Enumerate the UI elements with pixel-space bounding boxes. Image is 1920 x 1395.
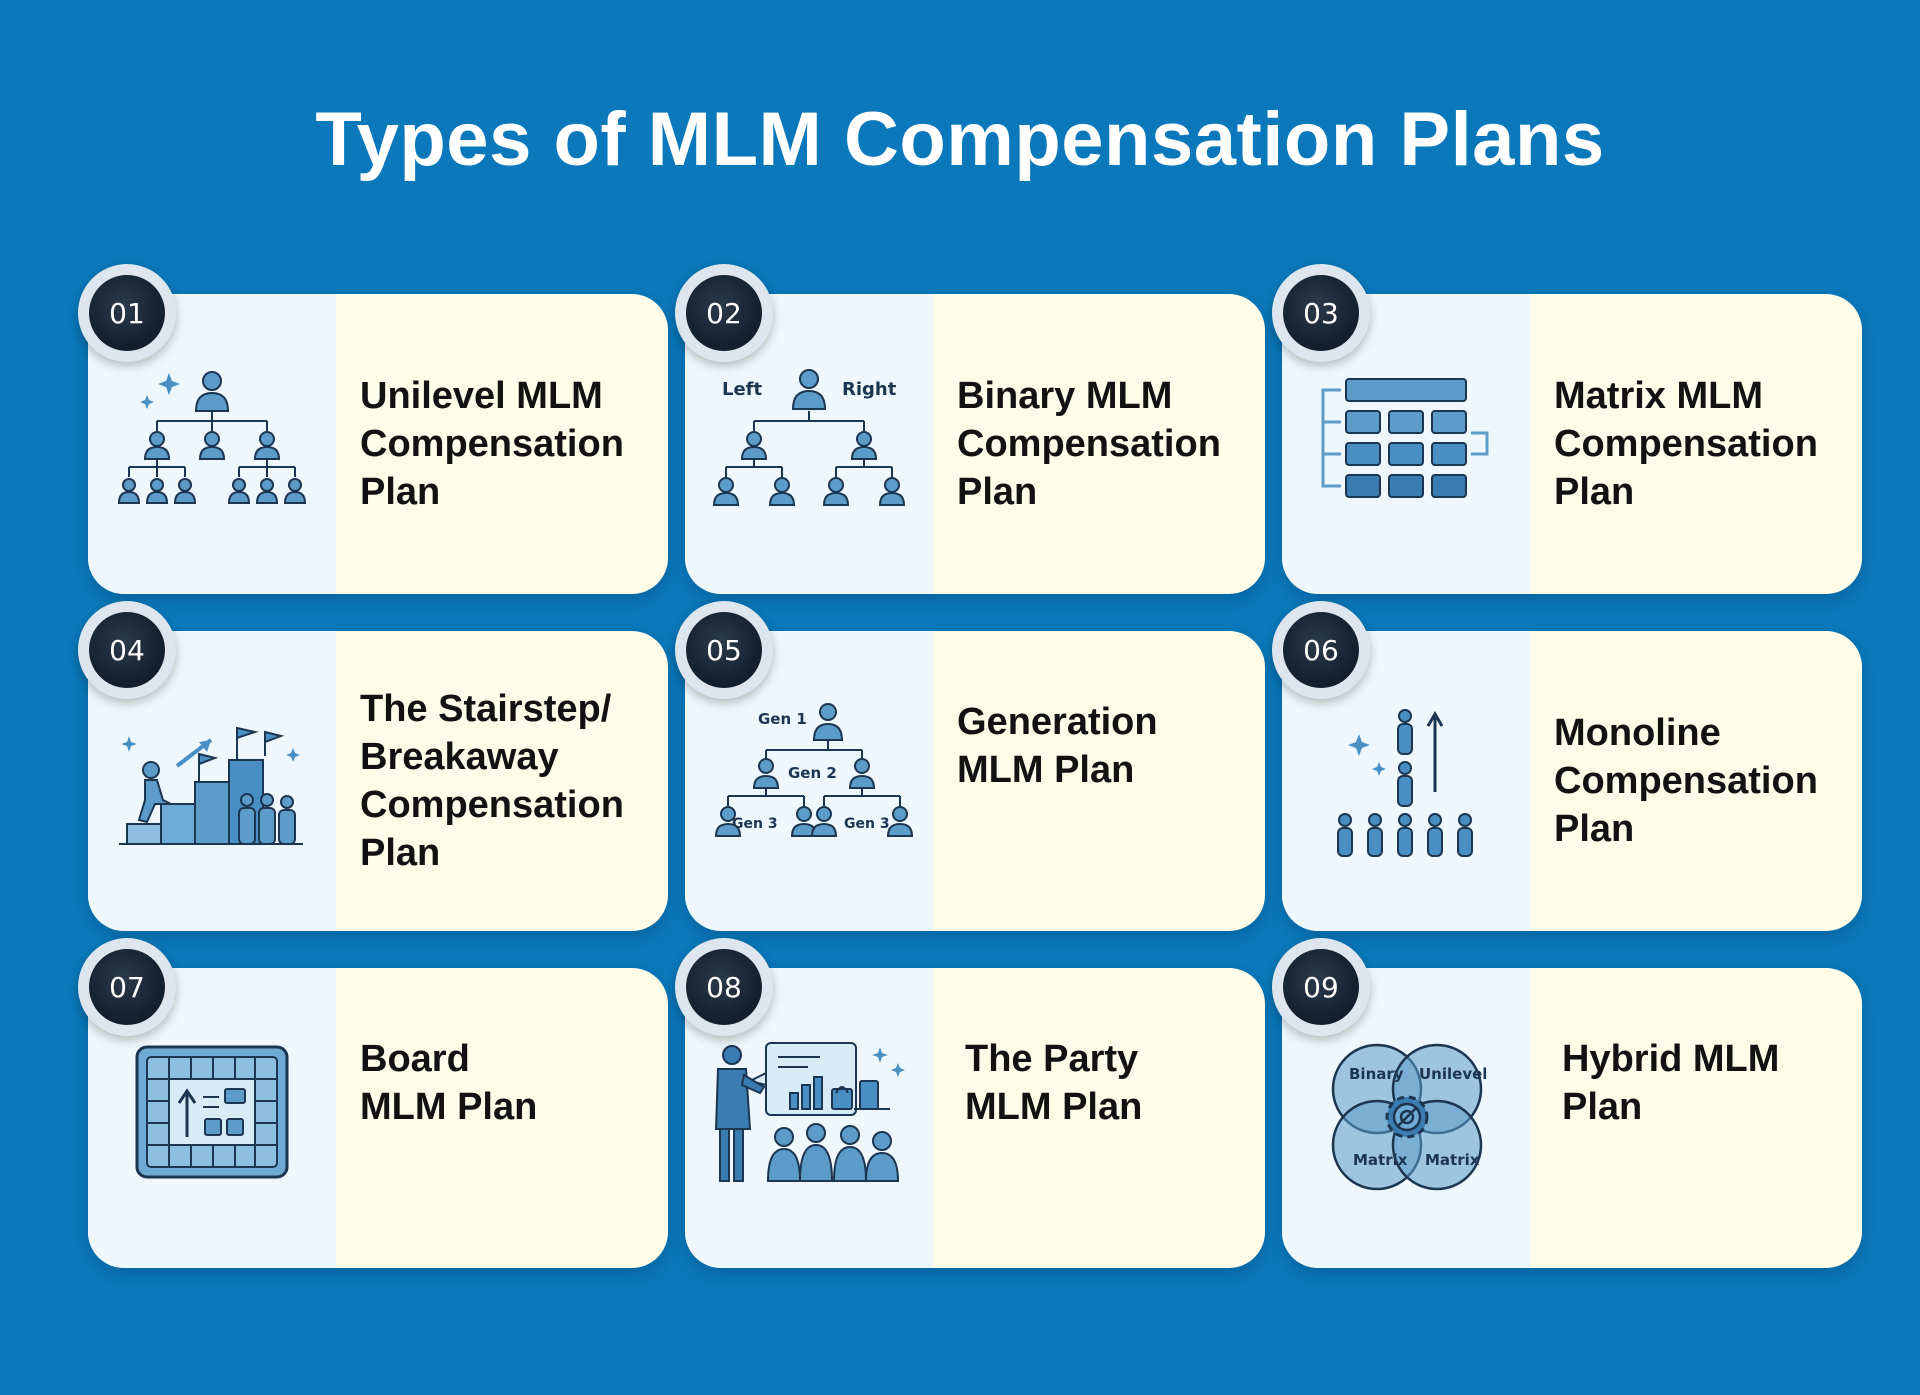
plan-card-binary: Left Right [675,264,1265,594]
plan-title: The Stairstep/ Breakaway Compensation Pl… [360,688,624,874]
plan-title: Generation MLM Plan [957,701,1158,791]
binary-label: Binary [1349,1065,1404,1083]
plan-card-board: Board MLM Plan 07 [78,938,668,1268]
left-label: Left [722,379,763,400]
monoline-icon [1337,709,1473,857]
number-badge: 06 [1272,601,1370,699]
plan-title: Board MLM Plan [360,1038,538,1128]
number-badge: 07 [78,938,176,1036]
generation-tree-icon: Gen 1 Gen 2 Gen 3 Gen 3 [714,703,914,837]
matrix-grid-icon [1321,378,1489,498]
page-title: Types of MLM Compensation Plans [315,97,1605,182]
binary-tree-icon: Left Right [712,369,906,506]
plan-title: Binary MLM Compensation Plan [957,375,1221,513]
number-badge: 03 [1272,264,1370,362]
hybrid-venn-icon: Binary Unilevel Matrix Matrix [1331,1043,1487,1191]
plan-card-matrix: Matrix MLM Compensation Plan 03 [1272,264,1862,594]
icon-panel: Binary Unilevel Matrix Matrix [1282,968,1530,1268]
number-badge: 02 [675,264,773,362]
plan-card-party: The Party MLM Plan 08 [675,938,1265,1268]
gen-1-label: Gen 1 [758,710,807,728]
number-badge: 05 [675,601,773,699]
plan-card-stairstep: The Stairstep/ Breakaway Compensation Pl… [78,601,668,931]
icon-panel [88,294,336,594]
icon-panel: Gen 1 Gen 2 Gen 3 Gen 3 [685,631,933,931]
unilevel-label: Unilevel [1419,1065,1487,1083]
gen-3-label: Gen 3 [732,816,778,832]
plan-card-generation: Gen 1 Gen 2 Gen 3 Gen 3 [675,601,1265,931]
number-badge: 08 [675,938,773,1036]
plan-title: Unilevel MLM Compensation Plan [360,375,624,513]
number-badge: 09 [1272,938,1370,1036]
number-badge: 01 [78,264,176,362]
unilevel-tree-icon [117,371,307,504]
gen-2-label: Gen 2 [788,764,837,782]
plan-card-hybrid: Binary Unilevel Matrix Matrix Hybrid MLM… [1272,938,1862,1268]
gear-icon [1385,1095,1429,1139]
number-badge: 04 [78,601,176,699]
icon-panel [1282,294,1530,594]
matrix-label: Matrix [1425,1151,1480,1169]
plan-title: The Party MLM Plan [965,1038,1143,1128]
matrix-label: Matrix [1353,1151,1408,1169]
party-presenter-icon [714,1042,905,1182]
stairstep-icon [119,726,303,845]
plans-grid: Unilevel MLM Compensation Plan 01 Left R… [78,264,1862,1268]
plan-title: Matrix MLM Compensation Plan [1554,375,1818,513]
board-icon [135,1045,289,1179]
gen-3-label: Gen 3 [844,816,890,832]
plan-card-monoline: Monoline Compensation Plan 06 [1272,601,1862,931]
plan-title: Hybrid MLM Plan [1562,1038,1780,1128]
plan-card-unilevel: Unilevel MLM Compensation Plan 01 [78,264,668,594]
plan-title: Monoline Compensation Plan [1554,712,1818,850]
right-label: Right [842,379,897,400]
